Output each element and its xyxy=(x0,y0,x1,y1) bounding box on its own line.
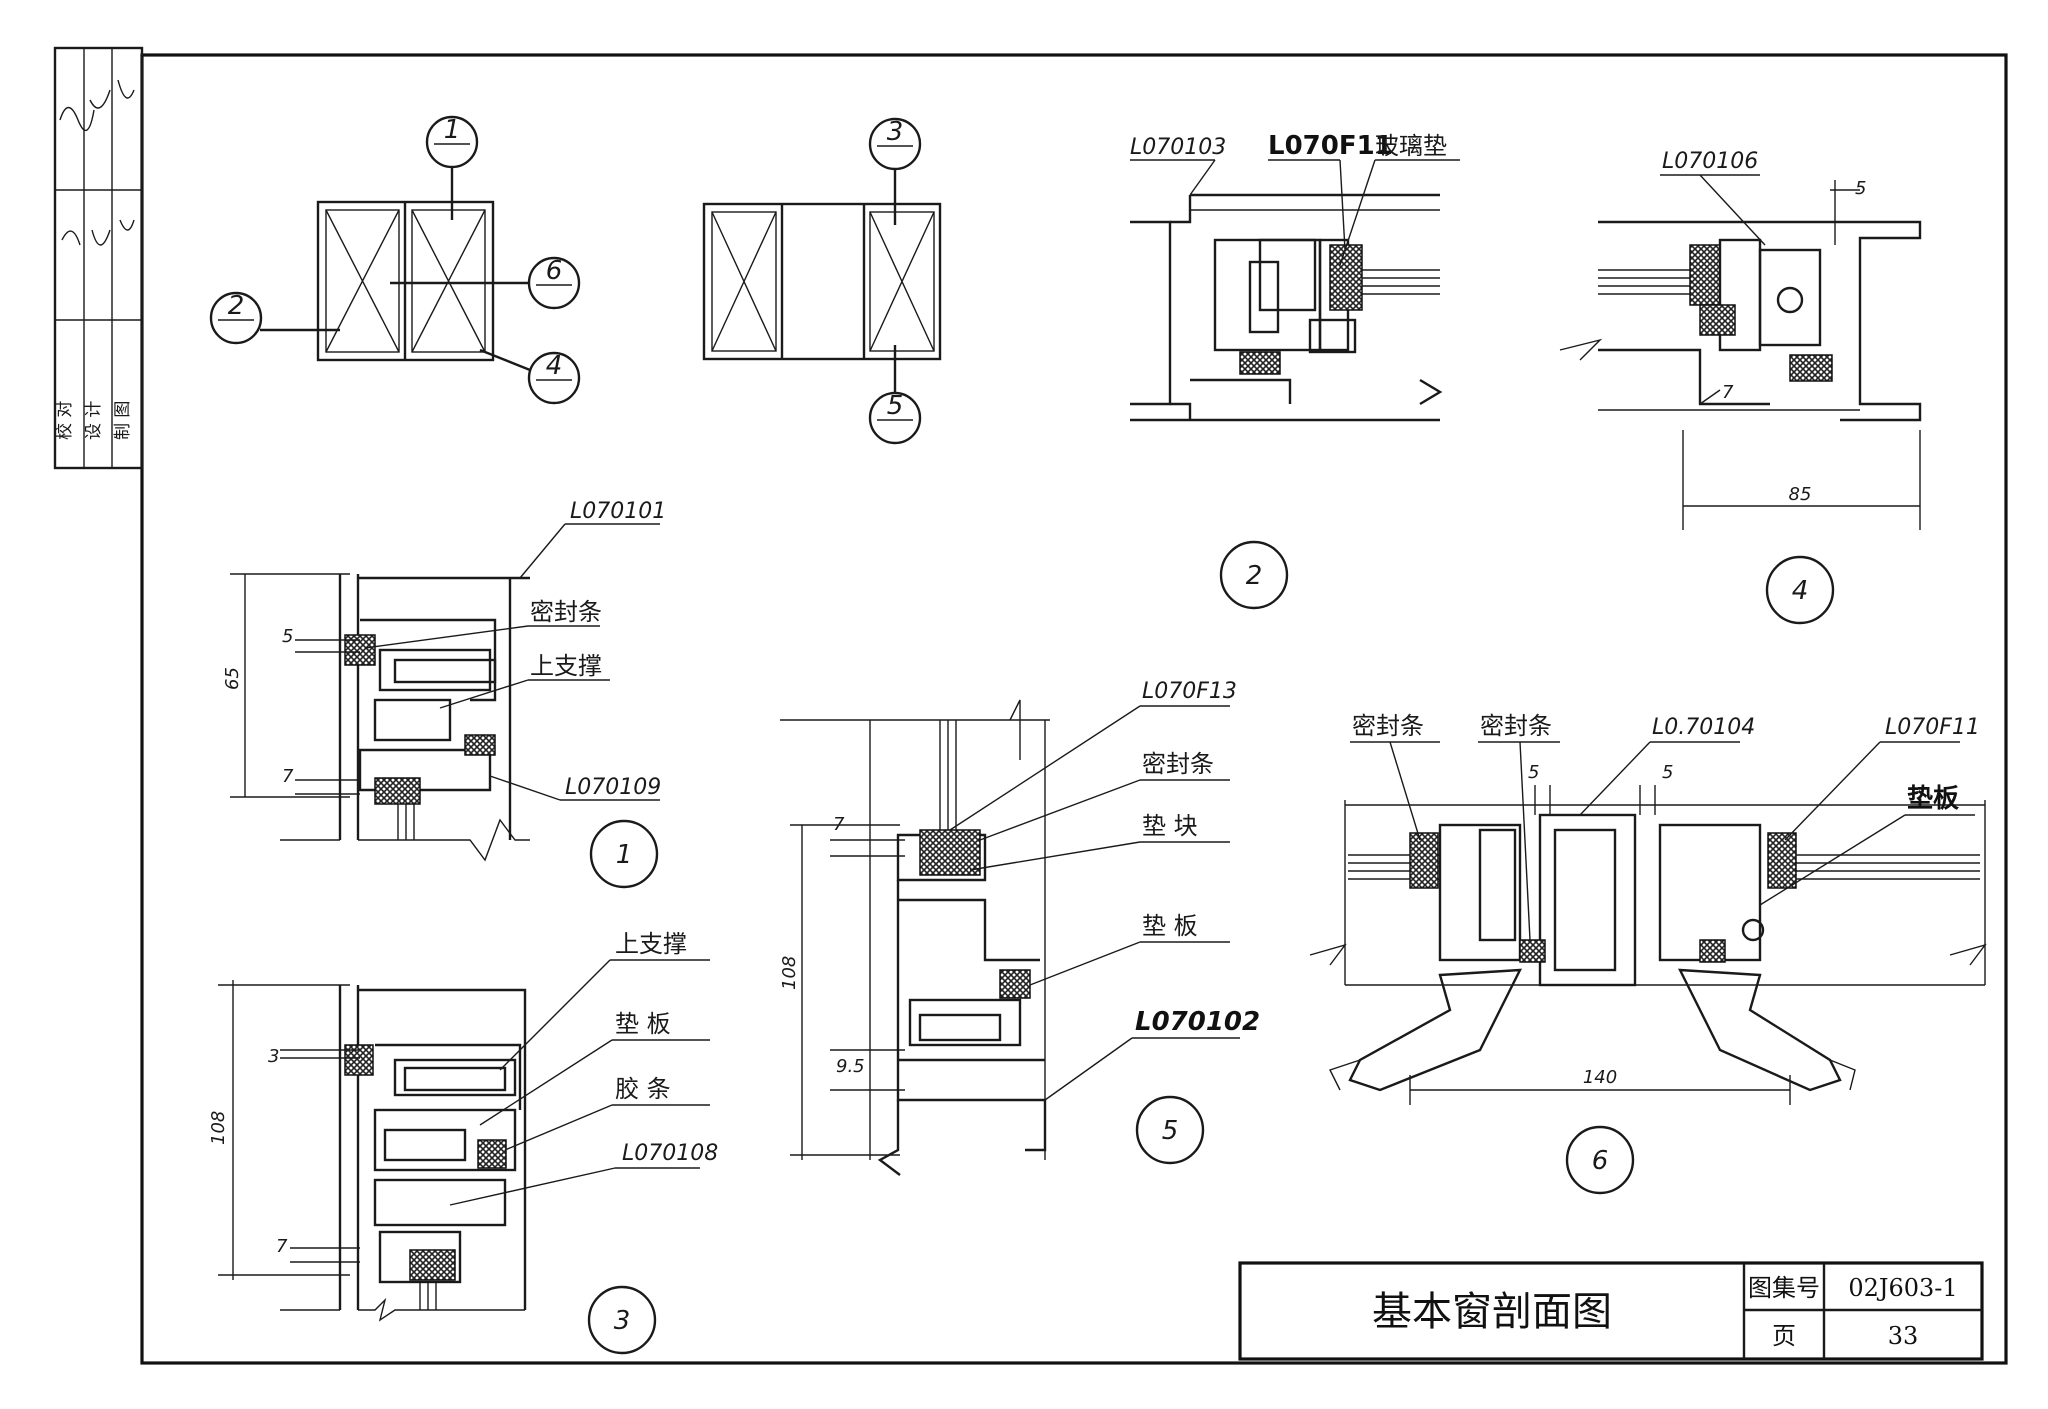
s6-dim-a: 5 xyxy=(1528,762,1539,783)
s5-plate: 垫 板 xyxy=(1142,912,1198,940)
section-6: 140 5 5 密封条 密封条 L0.70104 L070F11 垫板 6 xyxy=(1309,712,1987,1195)
side-row-3: 制 图 xyxy=(113,401,133,440)
elevation-right: 3 5 xyxy=(702,117,942,445)
s3-part: L070108 xyxy=(622,1141,718,1166)
section-5: 108 7 9.5 L070F13 密封条 垫 块 垫 板 L070102 5 xyxy=(779,679,1260,1176)
callout-3: 3 xyxy=(887,117,904,147)
s5-part-b: L070102 xyxy=(1135,1007,1260,1037)
section-2: L070103 L070F11 玻璃垫 2 xyxy=(1130,131,1460,610)
s3-dim-h: 108 xyxy=(208,1111,229,1145)
s1-seal: 密封条 xyxy=(530,598,602,626)
elevation-left: 1 2 6 4 xyxy=(209,115,581,405)
section-1: 65 5 7 L070101 密封条 上支撑 L070109 1 xyxy=(222,499,666,889)
s5-seal: 密封条 xyxy=(1142,750,1214,778)
callout-2: 2 xyxy=(228,291,245,321)
callout-6: 6 xyxy=(546,256,563,286)
s2-number: 2 xyxy=(1246,561,1263,591)
s4-number: 4 xyxy=(1792,576,1809,606)
s4-dim-w: 85 xyxy=(1789,484,1812,505)
side-row-1: 校 对 xyxy=(55,401,75,440)
s4-part: L070106 xyxy=(1662,149,1758,174)
s4-dim-a: 5 xyxy=(1855,178,1866,199)
s1-brace: 上支撑 xyxy=(530,652,602,680)
page-number: 33 xyxy=(1888,1322,1919,1350)
s5-dim-a: 7 xyxy=(833,814,845,835)
drawing-title: 基本窗剖面图 xyxy=(1372,1289,1612,1335)
section-4: L070106 5 7 85 4 xyxy=(1559,149,1922,625)
s3-brace: 上支撑 xyxy=(615,930,687,958)
title-block: 基本窗剖面图 图集号 02J603-1 页 33 xyxy=(1238,1261,1984,1361)
s6-seal-a: 密封条 xyxy=(1352,712,1424,740)
s3-number: 3 xyxy=(614,1306,631,1336)
s6-part-b: L070F11 xyxy=(1885,715,1980,740)
s6-dim-b: 5 xyxy=(1662,762,1673,783)
s3-dim-a: 3 xyxy=(268,1046,279,1067)
s1-part-top: L070101 xyxy=(570,499,666,524)
side-row-2: 设 计 xyxy=(84,401,104,440)
s1-dim-a: 5 xyxy=(282,626,293,647)
s5-dim-h: 108 xyxy=(779,956,800,990)
s6-number: 6 xyxy=(1592,1146,1609,1176)
s6-seal-b: 密封条 xyxy=(1480,712,1552,740)
section-3: 108 3 7 上支撑 垫 板 胶 条 L070108 3 xyxy=(208,930,718,1355)
s6-dim-w: 140 xyxy=(1583,1067,1617,1088)
sheet-border xyxy=(140,53,2008,1365)
side-signature-block: 校 对 设 计 制 图 xyxy=(53,46,144,470)
s6-part-a: L0.70104 xyxy=(1652,715,1755,740)
atlas-label: 图集号 xyxy=(1748,1274,1820,1302)
s1-dim-b: 7 xyxy=(282,766,294,787)
callout-4: 4 xyxy=(546,351,563,381)
callout-1: 1 xyxy=(444,115,461,145)
s5-dim-b: 9.5 xyxy=(836,1056,865,1077)
s2-pad: 玻璃垫 xyxy=(1375,132,1447,160)
s5-block: 垫 块 xyxy=(1142,812,1198,840)
s1-part-bottom: L070109 xyxy=(565,775,661,800)
s1-dim-h: 65 xyxy=(222,667,243,690)
s4-dim-b: 7 xyxy=(1722,382,1734,403)
s6-plate: 垫板 xyxy=(1907,784,1959,814)
atlas-number: 02J603-1 xyxy=(1848,1274,1957,1302)
s3-strip: 胶 条 xyxy=(615,1075,671,1103)
s2-part-a: L070103 xyxy=(1130,135,1226,160)
s3-plate: 垫 板 xyxy=(615,1010,671,1038)
s2-part-b: L070F11 xyxy=(1268,131,1393,161)
s1-number: 1 xyxy=(616,840,633,870)
callout-5: 5 xyxy=(887,391,904,421)
s5-number: 5 xyxy=(1162,1116,1179,1146)
s3-dim-b: 7 xyxy=(276,1236,288,1257)
page-label: 页 xyxy=(1772,1322,1796,1350)
s5-part-a: L070F13 xyxy=(1142,679,1237,704)
